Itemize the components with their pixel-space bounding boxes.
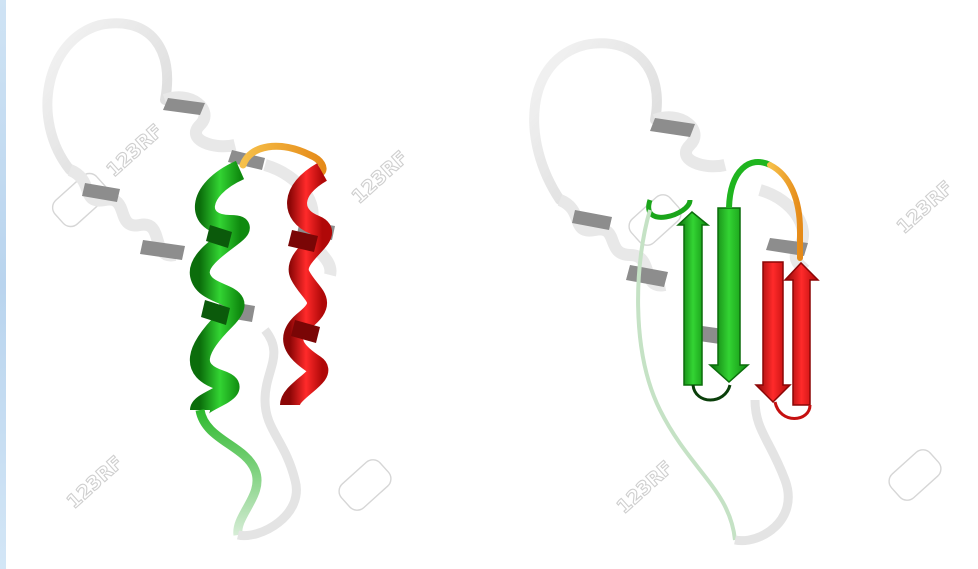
watermark-5 (625, 191, 685, 250)
watermark-7: 123RF (613, 457, 678, 518)
watermark-text: 123RF (102, 120, 167, 181)
red-strand-left (756, 262, 790, 402)
watermark-text: 123RF (63, 452, 128, 513)
alpha-helix-panel (47, 23, 335, 535)
watermark-4 (335, 456, 395, 515)
green-strand-left (649, 200, 708, 385)
beta-sheet-panel (534, 43, 818, 540)
red-strand-right (785, 263, 818, 405)
green-strand-connector (693, 385, 730, 400)
green-helix (200, 170, 257, 535)
coil-ribbon (534, 43, 657, 200)
watermark-text: 123RF (893, 177, 958, 238)
watermark-6: 123RF (893, 177, 958, 238)
watermark-text: 123RF (348, 147, 413, 208)
watermark-text: 123RF (613, 457, 678, 518)
watermarks: 123RF 123RF 123RF 123RF 123RF (48, 116, 957, 518)
watermark-8 (885, 446, 945, 505)
watermark-3: 123RF (63, 452, 128, 513)
coil-ribbon-lower (735, 400, 788, 541)
watermark-2: 123RF (348, 147, 413, 208)
